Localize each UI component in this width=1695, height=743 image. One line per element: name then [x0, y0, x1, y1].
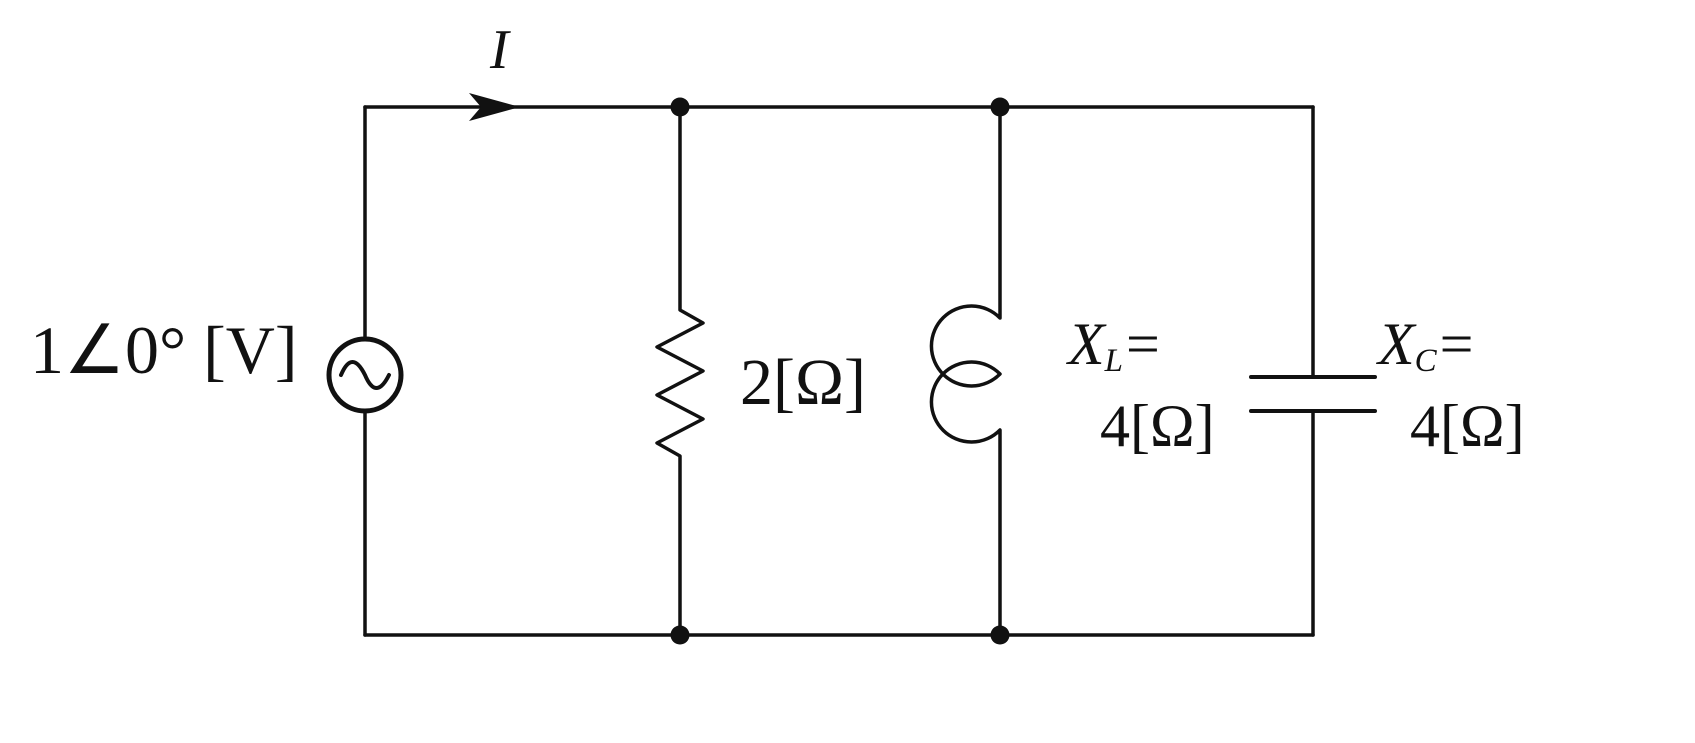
- inductor-equals: =: [1126, 311, 1160, 377]
- inductor-value-label: 4[Ω]: [1100, 393, 1215, 459]
- junction-dot: [670, 625, 690, 645]
- current-arrow: [469, 93, 520, 121]
- capacitor-equals: =: [1439, 311, 1474, 377]
- ac-voltage-source-circle: [326, 336, 404, 414]
- inductor-subscript: L: [1104, 343, 1124, 380]
- capacitor-reactance-label: XC=: [1378, 314, 1474, 378]
- current-label: I: [490, 19, 509, 81]
- inductor-symbol: [929, 105, 1002, 637]
- sine-wave-icon: [339, 360, 391, 390]
- source-voltage-label: 1∠0° [V]: [30, 312, 298, 388]
- capacitor-subscript: C: [1414, 343, 1437, 380]
- junction-dot: [990, 625, 1010, 645]
- junction-dot: [670, 97, 690, 117]
- inductor-symbol-letter: X: [1068, 311, 1105, 377]
- capacitor-value-label: 4[Ω]: [1410, 393, 1525, 459]
- resistor-value-label: 2[Ω]: [740, 346, 867, 419]
- inductor-reactance-label: XL=: [1068, 314, 1160, 378]
- capacitor-symbol-letter: X: [1378, 311, 1415, 377]
- resistor-symbol: [655, 105, 705, 637]
- junction-dot: [990, 97, 1010, 117]
